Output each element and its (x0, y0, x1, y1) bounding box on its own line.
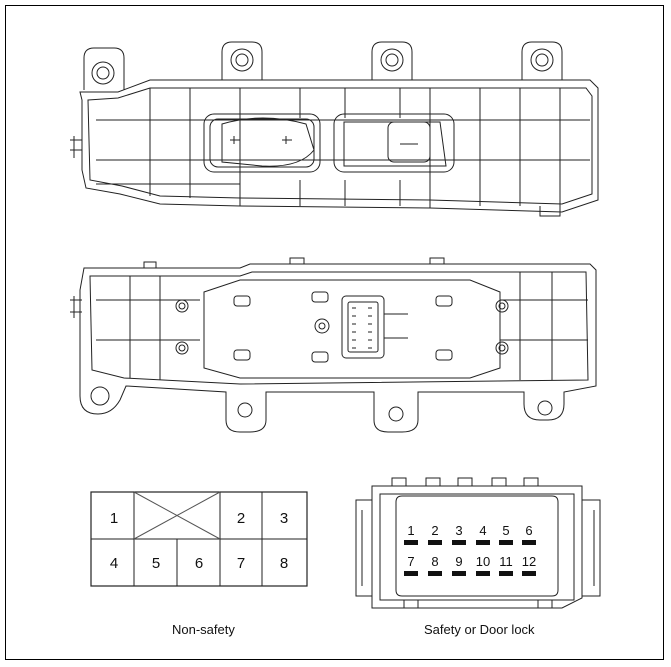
pin-number: 10 (476, 554, 490, 569)
non-safety-cell: 2 (237, 510, 245, 527)
non-safety-cell: 6 (195, 555, 203, 572)
pin-number: 2 (431, 523, 438, 538)
non-safety-cell: 8 (280, 555, 288, 572)
mount-tab-4 (521, 41, 563, 80)
non-safety-cell: 3 (280, 510, 288, 527)
pin-number: 11 (499, 554, 513, 569)
pin-number: 5 (502, 523, 509, 538)
non-safety-cell: 1 (110, 510, 118, 527)
figure-frame (5, 5, 664, 660)
non-safety-cell: 7 (237, 555, 245, 572)
pin-number: 6 (525, 523, 532, 538)
pin-number: 1 (407, 523, 414, 538)
pin-bars (404, 540, 536, 576)
non-safety-connector-grid (90, 491, 308, 587)
pin-number: 8 (431, 554, 438, 569)
mount-tab-3 (371, 41, 413, 80)
switch-bottom-view (70, 257, 597, 433)
mount-tab-2 (221, 41, 263, 80)
non-safety-cell: 5 (152, 555, 160, 572)
window-switch-knob (203, 113, 321, 173)
pin-number: 12 (522, 554, 536, 569)
non-safety-cell: 4 (110, 555, 118, 572)
pin-number: 3 (455, 523, 462, 538)
safety-door-lock-caption: Safety or Door lock (424, 622, 535, 637)
safety-connector-face (355, 477, 601, 609)
rear-connector (341, 295, 408, 359)
switch-top-view (70, 41, 599, 217)
pin-number: 4 (479, 523, 486, 538)
non-safety-caption: Non-safety (172, 622, 235, 637)
lock-switch-knob (333, 113, 455, 173)
mount-tab-left (83, 47, 125, 90)
pin-number: 7 (407, 554, 414, 569)
pin-number: 9 (455, 554, 462, 569)
